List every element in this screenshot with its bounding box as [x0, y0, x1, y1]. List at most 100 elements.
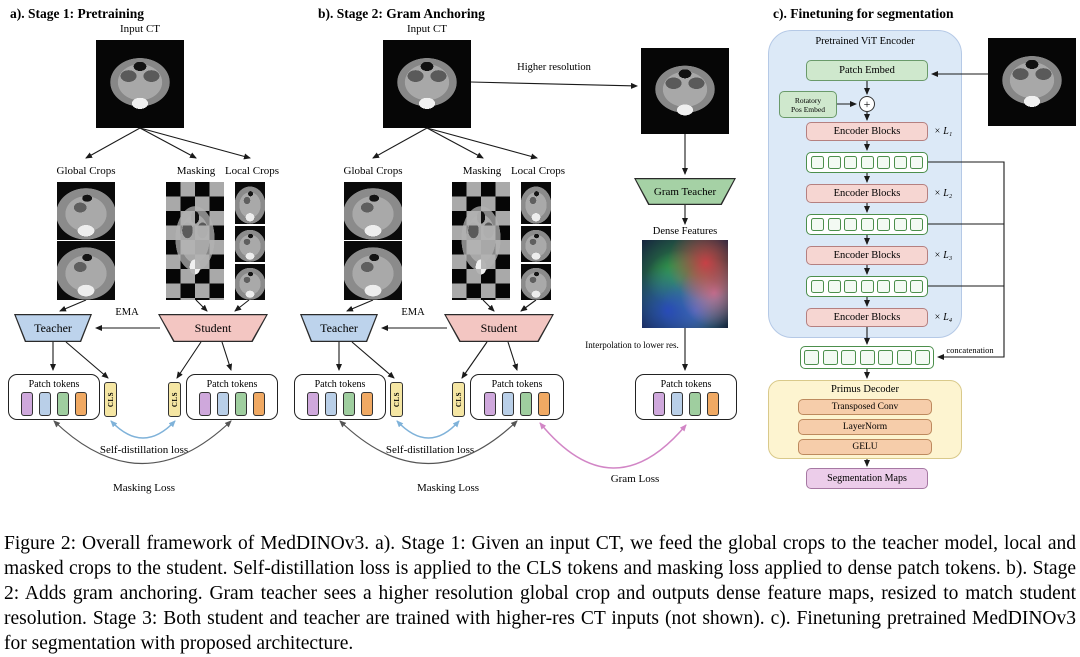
panel-b-student-patch-tokens: Patch tokens — [470, 374, 564, 420]
patch-token — [653, 391, 665, 416]
encoder-blocks-4-mult: × L₄ — [934, 312, 953, 323]
gram-loss-curve — [539, 422, 687, 469]
local-crop-image — [521, 182, 551, 224]
encoder-blocks-1: Encoder Blocks — [806, 122, 928, 141]
panel-a-local-crops-label: Local Crops — [224, 165, 280, 177]
panel-a-teacher-patch-tokens: Patch tokens — [8, 374, 100, 420]
patch-token — [671, 391, 683, 416]
feature-token-strip-3 — [806, 276, 928, 297]
panel-b-self-distillation-label: Self-distillation loss — [385, 444, 475, 456]
feature-token-square — [811, 218, 824, 231]
panel-a-input-ct-label: Input CT — [119, 23, 161, 35]
feature-token-square — [910, 218, 923, 231]
encoder-blocks-3: Encoder Blocks — [806, 246, 928, 265]
patch-token — [484, 391, 496, 416]
decoder-layer-gelu: GELU — [798, 439, 932, 455]
panel-c-title: c). Finetuning for segmentation — [773, 6, 954, 21]
patch-token — [199, 391, 211, 416]
decoder-layer-transposed-conv: Transposed Conv — [798, 399, 932, 415]
teacher-label: Teacher — [301, 315, 377, 341]
feature-token-square — [827, 156, 841, 169]
masked-crop-image — [452, 182, 510, 300]
panel-b-ema-label: EMA — [401, 307, 425, 318]
feature-token-square — [811, 280, 824, 293]
feature-token-strip-2 — [806, 214, 928, 235]
masked-crop-image — [166, 182, 224, 300]
panel-c-input-ct-image — [988, 38, 1076, 126]
rotary-pos-embed-box: Rotatory Pos Embed — [779, 91, 837, 118]
patch-token — [57, 391, 69, 416]
feature-token-square — [910, 280, 923, 293]
local-crop-image — [235, 226, 265, 262]
panel-a-teacher-cls-token: CLS — [104, 382, 117, 417]
patch-token — [307, 391, 319, 416]
feature-token-square — [878, 350, 893, 365]
local-crop-image — [235, 182, 265, 224]
panel-b-input-ct-image — [383, 40, 471, 128]
feature-token-square — [859, 350, 875, 365]
token-row — [199, 391, 265, 416]
masking-loss-curve-a — [53, 420, 232, 464]
gram-teacher: Gram Teacher — [634, 178, 736, 205]
token-row — [484, 391, 550, 416]
encoder-blocks-2: Encoder Blocks — [806, 184, 928, 203]
vit-encoder-title: Pretrained ViT Encoder — [815, 36, 915, 47]
feature-token-square — [822, 350, 838, 365]
panel-b-masking-loss-label: Masking Loss — [416, 482, 480, 494]
feature-token-square — [844, 218, 857, 231]
gram-teacher-label: Gram Teacher — [635, 179, 735, 204]
feature-token-square — [896, 350, 912, 365]
higher-resolution-label: Higher resolution — [517, 62, 591, 73]
panel-a-global-crops-label: Global Crops — [56, 165, 116, 177]
concatenation-label: concatenation — [946, 345, 994, 355]
patch-token — [343, 391, 355, 416]
self-distillation-curve-a — [110, 420, 176, 439]
gram-loss-label: Gram Loss — [610, 473, 660, 485]
patch-token — [21, 391, 33, 416]
panel-a-student-cls-token: CLS — [168, 382, 181, 417]
panel-a-student-patch-tokens: Patch tokens — [186, 374, 278, 420]
segmentation-maps-box: Segmentation Maps — [806, 468, 928, 489]
panel-a-ema-label: EMA — [115, 307, 139, 318]
panel-b-teacher: Teacher — [300, 314, 378, 342]
patch-token — [538, 391, 550, 416]
global-crop-image — [57, 182, 115, 240]
patch-token — [253, 391, 265, 416]
masking-loss-curve-b — [339, 420, 518, 464]
patch-token — [361, 391, 373, 416]
patch-embed-box: Patch Embed — [806, 60, 928, 81]
feature-token-square — [827, 218, 841, 231]
global-crop-image — [57, 241, 115, 300]
panel-b-input-ct-label: Input CT — [406, 23, 448, 35]
feature-token-square — [910, 156, 923, 169]
high-res-ct-image — [641, 48, 729, 134]
panel-b-global-crops-label: Global Crops — [343, 165, 403, 177]
patch-token — [217, 391, 229, 416]
panel-a-masking-label: Masking — [176, 165, 216, 177]
higher-resolution-arrow — [470, 81, 638, 89]
panel-a-teacher: Teacher — [14, 314, 92, 342]
feature-token-square — [844, 280, 857, 293]
feature-token-square — [893, 280, 907, 293]
panel-a-masking-loss-label: Masking Loss — [112, 482, 176, 494]
feature-token-square — [811, 156, 824, 169]
panel-b-student-cls-token: CLS — [452, 382, 465, 417]
feature-token-square — [915, 350, 930, 365]
decoder-layer-layernorm: LayerNorm — [798, 419, 932, 435]
encoder-blocks-3-mult: × L₃ — [934, 250, 953, 261]
patch-token — [235, 391, 247, 416]
feature-token-square — [893, 156, 907, 169]
panel-a-title: a). Stage 1: Pretraining — [10, 6, 144, 21]
interpolation-label: Interpolation to lower res. — [585, 340, 679, 350]
dense-features-image — [642, 240, 728, 328]
patch-token — [520, 391, 532, 416]
feature-token-square — [860, 218, 874, 231]
encoder-blocks-2-mult: × L₂ — [934, 188, 953, 199]
feature-token-square — [877, 156, 890, 169]
encoder-blocks-4: Encoder Blocks — [806, 308, 928, 327]
local-crop-image — [521, 264, 551, 300]
primus-decoder-title: Primus Decoder — [831, 384, 899, 395]
token-row — [653, 391, 719, 416]
feature-token-square — [877, 280, 890, 293]
panel-b-teacher-patch-tokens: Patch tokens — [294, 374, 386, 420]
